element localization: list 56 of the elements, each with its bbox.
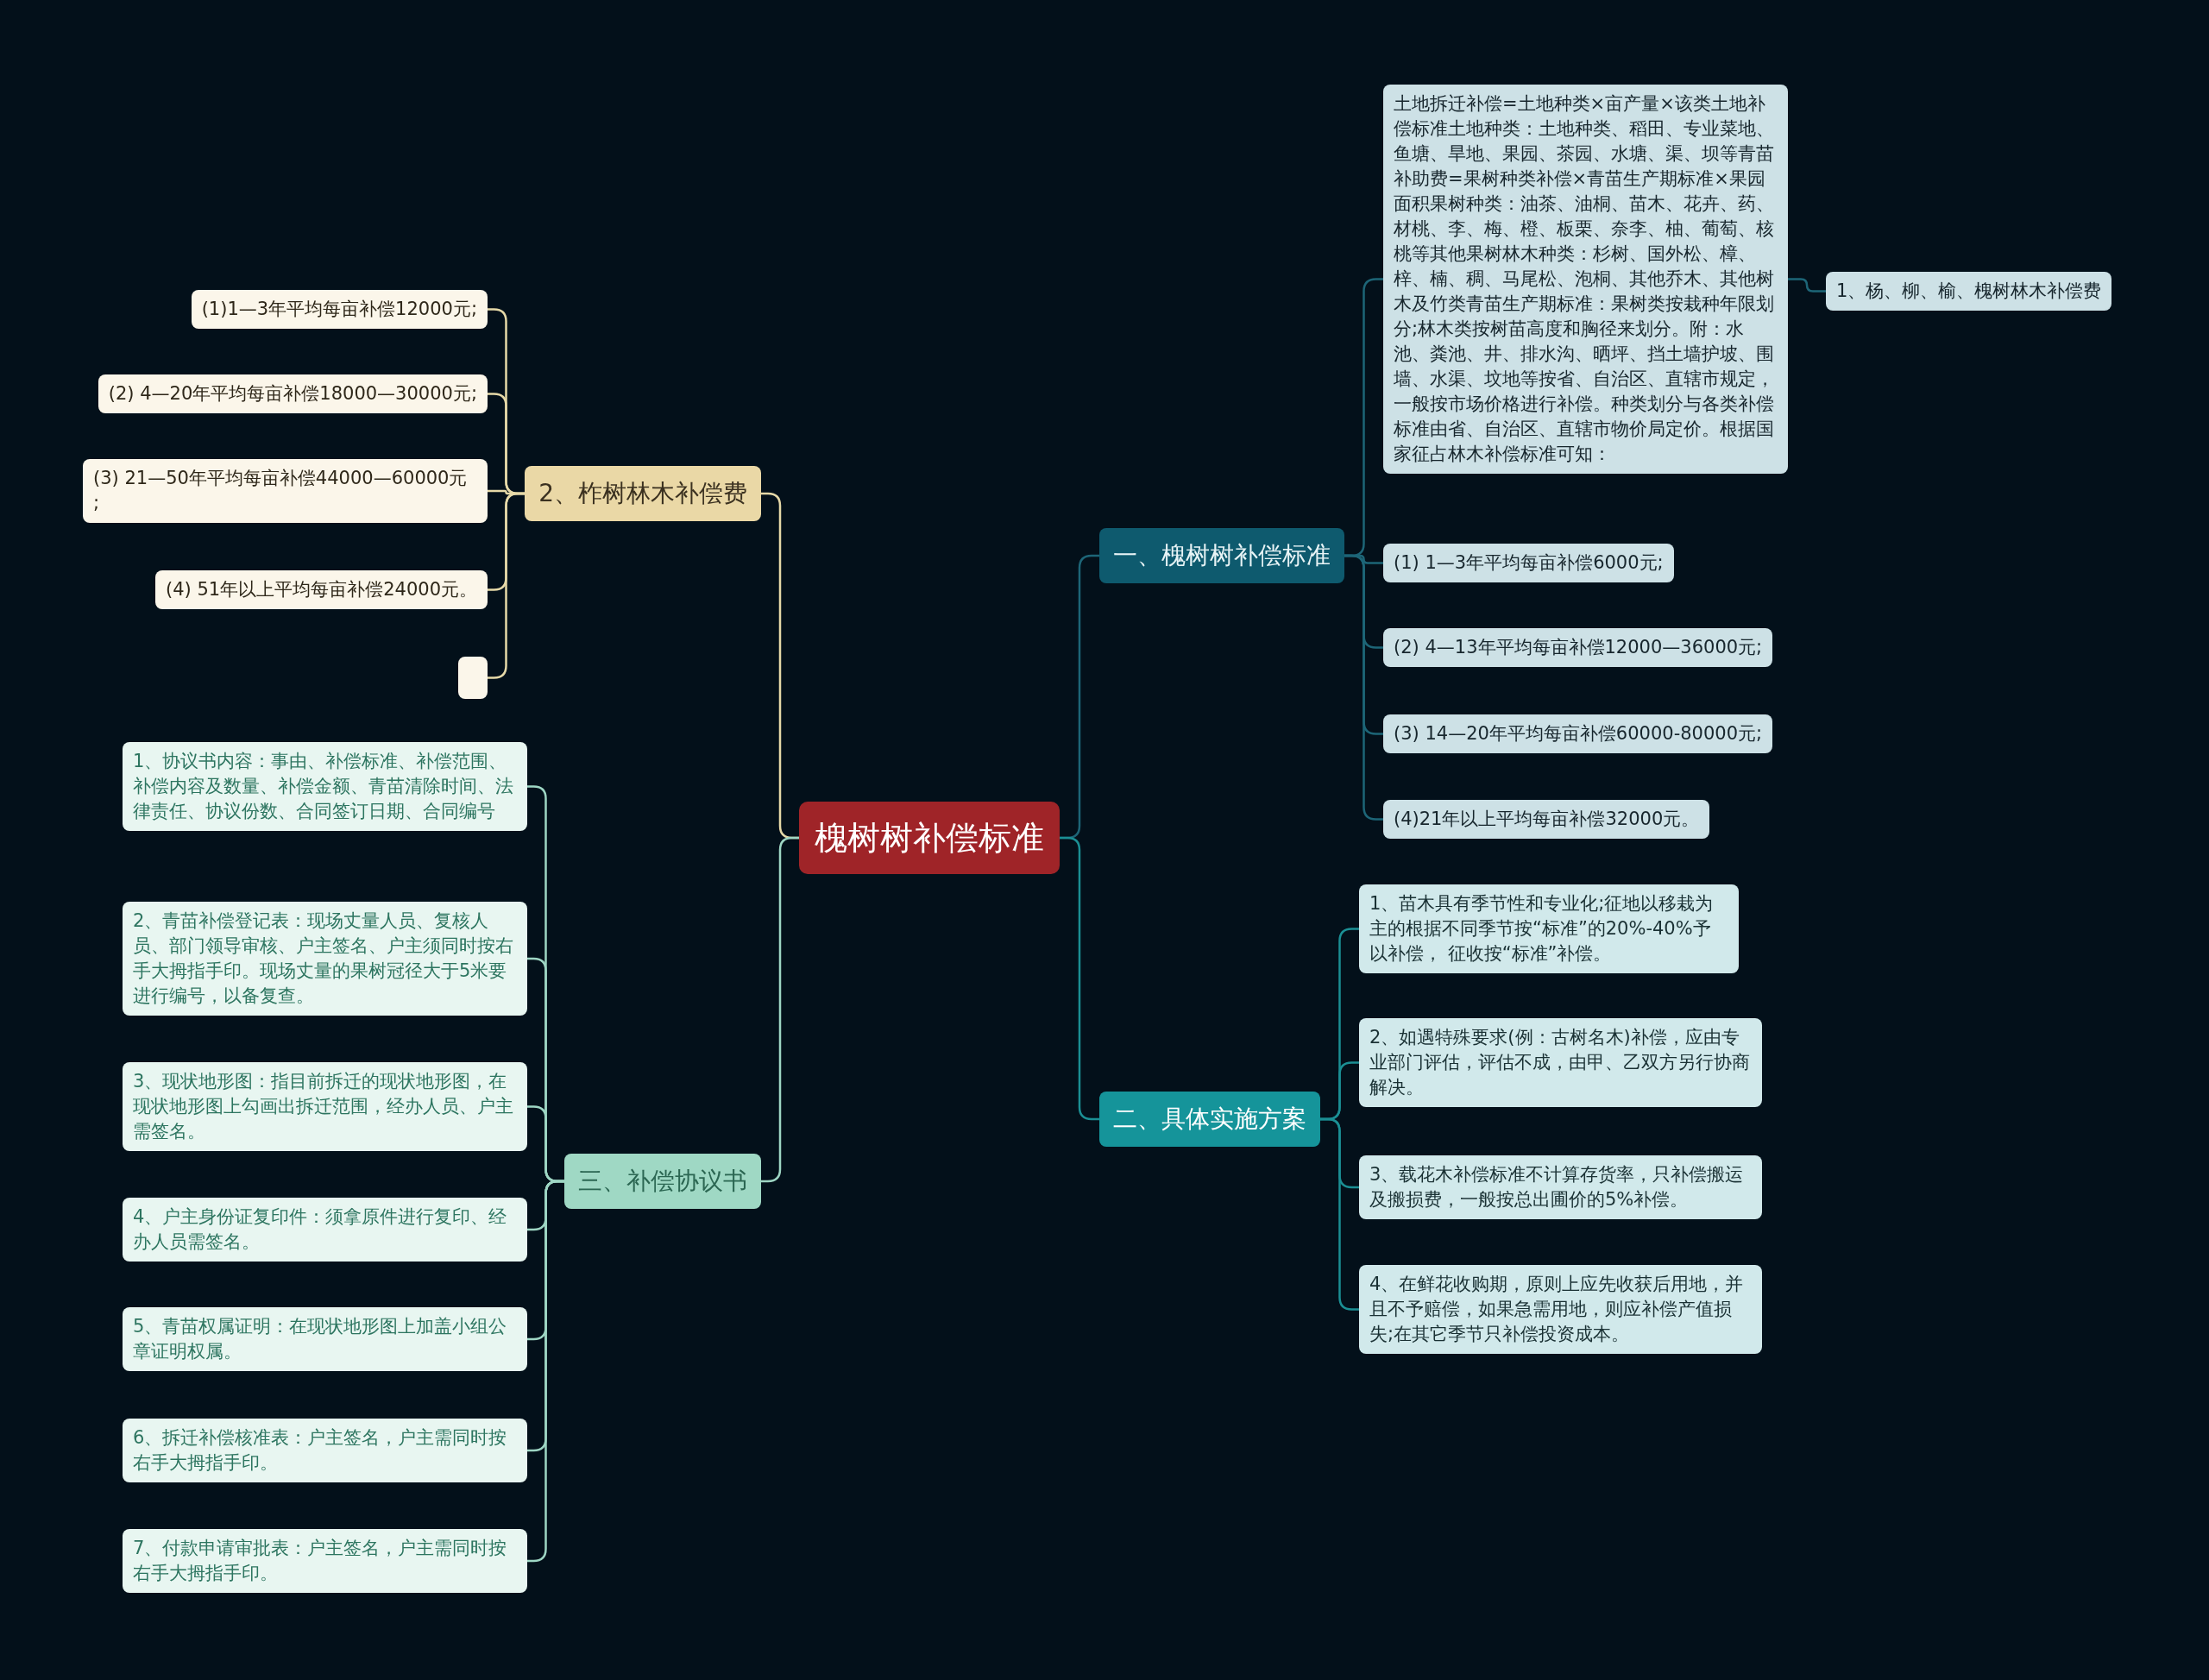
connector-line (1788, 278, 1826, 293)
topic-text: (1)1—3年平均每亩补偿12000元; (201, 298, 477, 321)
topic-card (1359, 884, 1739, 973)
topic-card (123, 1419, 527, 1482)
topic-card (123, 902, 527, 1016)
topic-card (1359, 1155, 1762, 1219)
topic-card (155, 570, 488, 609)
topic-text: 5、青苗权属证明：在现状地形图上加盖小组公章证明权属。 (133, 1315, 508, 1363)
branch-topic (564, 1154, 761, 1209)
topic-text: 二、具体实施方案 (1113, 1104, 1306, 1135)
topic-card (123, 742, 527, 831)
topic-card (1359, 1018, 1762, 1107)
topic-text: 3、载花木补偿标准不计算存货率，只补偿搬运及搬损费，一般按总出圃价的5%补偿。 (1369, 1163, 1745, 1211)
branch-topic (1099, 1092, 1320, 1147)
branch-topic (1099, 528, 1344, 583)
connector-line (1320, 1117, 1359, 1311)
topic-card (1359, 1265, 1762, 1354)
topic-card (1826, 272, 2112, 311)
topic-card (1383, 544, 1674, 582)
topic-text: (2) 4—13年平均每亩补偿12000—36000元; (1394, 636, 1763, 659)
topic-card (83, 459, 488, 523)
topic-text: 2、柞树林木补偿费 (538, 478, 747, 509)
topic-text: 1、苗木具有季节性和专业化;征地以移栽为主的根据不同季节按“标准”的20%-40%予以补偿， 征收按“标准”补偿。 (1369, 892, 1715, 966)
topic-text: 2、青苗补偿登记表：现场丈量人员、复核人员、部门领导审核、户主签名、户主须同时按右手大拇指手印。现场丈量的果树冠径大于5米要进行编号，以备复查。 (133, 909, 514, 1008)
topic-text: 1、协议书内容：事由、补偿标准、补偿范围、补偿内容及数量、补偿金额、青苗清除时间、法律责任、协议份数、合同签订日期、合同编号 (133, 750, 514, 823)
topic-text: 一、槐树树补偿标准 (1113, 540, 1331, 571)
topic-text: 2、如遇特殊要求(例：古树名木)补偿，应由专业部门评估，评估不成，由甲、乙双方另行协商解决。 (1369, 1026, 1751, 1099)
topic-text: 槐树树补偿标准 (815, 821, 1044, 855)
topic-card (123, 1062, 527, 1151)
central-topic (799, 802, 1060, 874)
topic-text: 1、杨、柳、榆、槐树林木补偿费 (1836, 280, 2102, 303)
topic-card (191, 290, 488, 329)
topic-card (123, 1529, 527, 1593)
topic-text: 7、付款申请审批表：户主签名，户主需同时按右手大拇指手印。 (133, 1537, 508, 1585)
branch-topic (525, 466, 761, 521)
topic-card (1383, 628, 1773, 667)
topic-text: 6、拆迁补偿核准表：户主签名，户主需同时按右手大拇指手印。 (133, 1426, 508, 1475)
topic-text: 土地拆迁补偿=土地种类×亩产量×该类土地补偿标准土地种类：土地种类、稻田、专业菜地、鱼塘、旱地、果园、茶园、水塘、渠、坝等青苗补助费=果树种类补偿×青苗生产期标准×果园面积果树种类：油茶、油桐、苗木、花卉、药、材桃、李、梅、橙、板栗、奈李、柚、葡萄、核桃等其他果树林木种类：杉树、国外松、樟、梓、楠、稠、马尾松、泡桐、其他乔木、其他树木及竹类青苗生产期标准：果树类按栽种年限划分;林木类按树苗高度和胸径来划分。附：水池、粪池、井、排水沟、晒坪、挡土墙护坡、围墙、水渠、坟地等按省、自治区、直辖市规定，一般按市场价格进行补偿。种类划分与各类补偿标准由省、自治区、直辖市物价局定价。根据国家征占林木补偿标准可知： (1394, 92, 1775, 466)
connector-line (1344, 554, 1383, 821)
connector-line (761, 836, 799, 1183)
topic-text: (4) 51年以上平均每亩补偿24000元。 (166, 578, 477, 601)
topic-card (1383, 714, 1773, 753)
topic-text: (2) 4—20年平均每亩补偿18000—30000元; (108, 382, 477, 406)
topic-card (1383, 800, 1710, 839)
topic-text: 4、户主身份证复印件：须拿原件进行复印、经办人员需签名。 (133, 1205, 508, 1254)
topic-card (98, 374, 488, 413)
topic-text: (3) 21—50年平均每亩补偿44000—60000元 ; (93, 467, 469, 515)
topic-text: (1) 1—3年平均每亩补偿6000元; (1394, 551, 1664, 575)
topic-card (123, 1198, 527, 1262)
topic-text: (3) 14—20年平均每亩补偿60000-80000元; (1394, 722, 1763, 746)
topic-text: 三、补偿协议书 (578, 1166, 747, 1197)
topic-text: 3、现状地形图：指目前拆迁的现状地形图，在现状地形图上勾画出拆迁范围，经办人员、户主需签名。 (133, 1070, 514, 1143)
topic-card (123, 1307, 527, 1371)
topic-text: (4)21年以上平均每亩补偿32000元。 (1394, 808, 1700, 831)
topic-text: 4、在鲜花收购期，原则上应先收获后用地，并且不予赔偿，如果急需用地，则应补偿产值损失;在其它季节只补偿投资成本。 (1369, 1273, 1745, 1346)
empty-card (458, 657, 488, 699)
